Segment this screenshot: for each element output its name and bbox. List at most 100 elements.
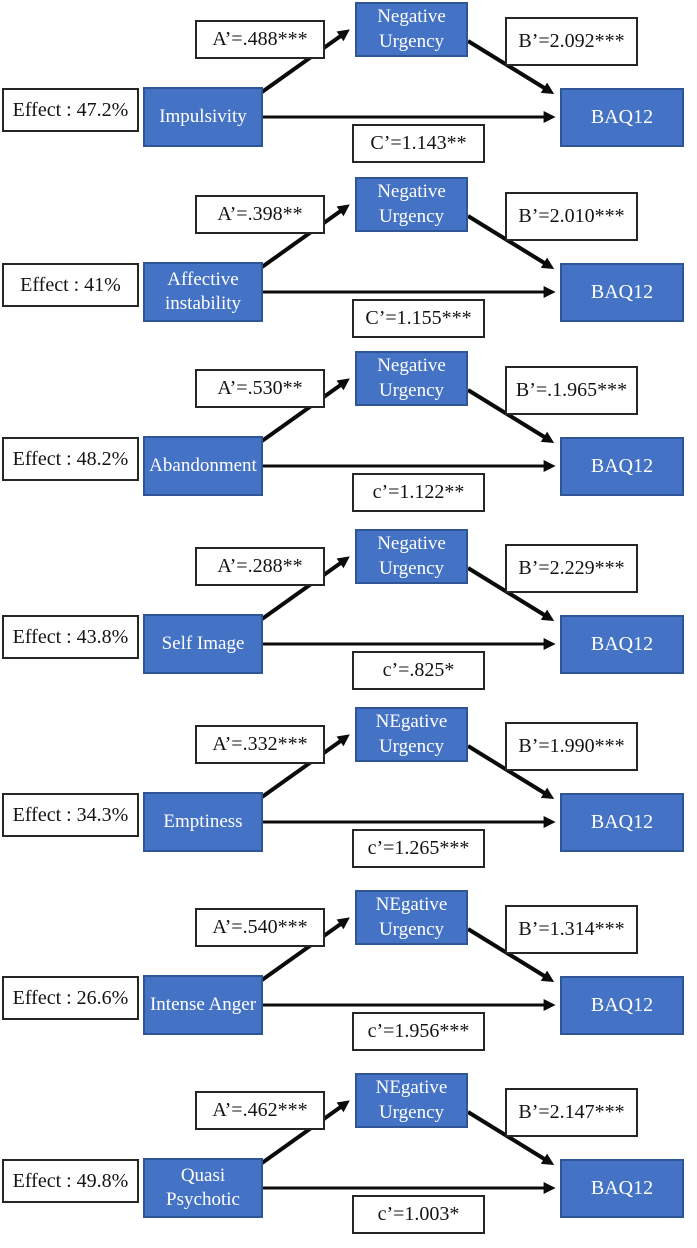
b-path-label-box: B’=2.229*** bbox=[505, 544, 638, 593]
b-path-label-box: B’=2.147*** bbox=[505, 1088, 638, 1137]
effect-box: Effect : 26.6% bbox=[2, 976, 139, 1020]
effect-box: Effect : 43.8% bbox=[2, 615, 139, 659]
effect-label: Effect : 47.2% bbox=[12, 98, 129, 121]
a-path-arrow bbox=[260, 556, 350, 621]
mediator-label: NEgative Urgency bbox=[375, 1077, 448, 1123]
outcome-label: BAQ12 bbox=[590, 810, 654, 833]
effect-box: Effect : 49.8% bbox=[2, 1159, 139, 1203]
b-path-label-box: B’=.1.965*** bbox=[505, 366, 638, 415]
predictor-box: Intense Anger bbox=[143, 975, 263, 1035]
a-path-label-box: A’=.332*** bbox=[195, 725, 325, 764]
c-path-label: c’=1.265*** bbox=[367, 837, 470, 859]
a-path-arrow bbox=[260, 917, 350, 982]
predictor-box: Abandonment bbox=[143, 436, 263, 496]
c-path-label-box: c’=.825* bbox=[352, 651, 485, 690]
a-path-label: A’=.332*** bbox=[212, 733, 308, 755]
b-path-label-box: B’=1.990*** bbox=[505, 722, 638, 771]
mediation-model: Effect : 47.2% Impulsivity Negative Urge… bbox=[0, 0, 697, 177]
predictor-label: Emptiness bbox=[163, 810, 243, 832]
a-path-arrow bbox=[260, 378, 350, 443]
c-path-label-box: c’=1.265*** bbox=[352, 829, 485, 868]
a-path-arrow bbox=[260, 204, 350, 269]
outcome-box: BAQ12 bbox=[560, 615, 684, 674]
predictor-label: Self Image bbox=[161, 632, 245, 654]
b-path-label: B’=2.010*** bbox=[518, 205, 625, 227]
c-path-label: c’=1.122** bbox=[372, 481, 465, 503]
predictor-label: Abandonment bbox=[149, 454, 257, 476]
c-path-label-box: c’=1.003* bbox=[352, 1195, 485, 1234]
mediator-box: Negative Urgency bbox=[355, 177, 468, 232]
outcome-box: BAQ12 bbox=[560, 437, 684, 496]
mediator-box: Negative Urgency bbox=[355, 351, 468, 406]
mediator-label: Negative Urgency bbox=[377, 533, 446, 579]
effect-label: Effect : 34.3% bbox=[12, 803, 129, 826]
outcome-box: BAQ12 bbox=[560, 976, 684, 1035]
b-path-label-box: B’=2.010*** bbox=[505, 192, 638, 241]
effect-box: Effect : 41% bbox=[2, 263, 139, 307]
outcome-box: BAQ12 bbox=[560, 263, 684, 322]
c-path-label: c’=1.003* bbox=[377, 1203, 460, 1225]
c-path-label: C’=1.155*** bbox=[365, 307, 472, 329]
effect-label: Effect : 48.2% bbox=[12, 447, 129, 470]
outcome-label: BAQ12 bbox=[590, 105, 654, 128]
outcome-label: BAQ12 bbox=[590, 454, 654, 477]
outcome-label: BAQ12 bbox=[590, 1176, 654, 1199]
mediation-model: Effect : 48.2% Abandonment Negative Urge… bbox=[0, 349, 697, 526]
b-path-label: B’=1.990*** bbox=[518, 735, 625, 757]
a-path-label-box: A’=.462*** bbox=[195, 1091, 325, 1130]
effect-box: Effect : 34.3% bbox=[2, 793, 139, 837]
mediator-box: NEgative Urgency bbox=[355, 707, 468, 762]
b-path-label-box: B’=1.314*** bbox=[505, 905, 638, 954]
b-path-label: B’=2.147*** bbox=[518, 1101, 625, 1123]
a-path-label-box: A’=.288** bbox=[195, 547, 325, 586]
a-path-label-box: A’=.530** bbox=[195, 369, 325, 408]
b-path-label: B’=.1.965*** bbox=[515, 379, 628, 401]
b-path-label: B’=2.229*** bbox=[518, 557, 625, 579]
mediator-box: Negative Urgency bbox=[355, 2, 468, 57]
effect-box: Effect : 47.2% bbox=[2, 88, 139, 132]
b-path-label: B’=1.314*** bbox=[518, 918, 625, 940]
mediation-model: Effect : 49.8% Quasi Psychotic NEgative … bbox=[0, 1071, 697, 1248]
a-path-label-box: A’=.540*** bbox=[195, 908, 325, 947]
b-path-label-box: B’=2.092*** bbox=[505, 17, 638, 66]
predictor-box: Self Image bbox=[143, 614, 263, 674]
predictor-label: Affective instability bbox=[165, 268, 241, 314]
predictor-box: Impulsivity bbox=[143, 87, 263, 147]
c-path-label: c’=.825* bbox=[382, 659, 455, 681]
predictor-label: Intense Anger bbox=[149, 993, 257, 1015]
predictor-label: Impulsivity bbox=[159, 105, 247, 127]
c-path-label-box: C’=1.143** bbox=[352, 124, 485, 163]
predictor-label: Quasi Psychotic bbox=[166, 1164, 240, 1210]
a-path-label-box: A’=.488*** bbox=[195, 20, 325, 59]
effect-box: Effect : 48.2% bbox=[2, 437, 139, 481]
outcome-box: BAQ12 bbox=[560, 793, 684, 852]
c-path-label-box: c’=1.956*** bbox=[352, 1012, 485, 1051]
mediator-label: NEgative Urgency bbox=[375, 894, 448, 940]
c-path-label-box: c’=1.122** bbox=[352, 473, 485, 512]
mediation-model: Effect : 34.3% Emptiness NEgative Urgenc… bbox=[0, 705, 697, 882]
a-path-label: A’=.540*** bbox=[212, 916, 308, 938]
mediator-label: Negative Urgency bbox=[377, 355, 446, 401]
outcome-label: BAQ12 bbox=[590, 632, 654, 655]
predictor-box: Emptiness bbox=[143, 792, 263, 852]
mediator-box: NEgative Urgency bbox=[355, 890, 468, 945]
mediation-model: Effect : 26.6% Intense Anger NEgative Ur… bbox=[0, 888, 697, 1065]
a-path-label: A’=.488*** bbox=[212, 28, 308, 50]
effect-label: Effect : 41% bbox=[20, 273, 121, 296]
effect-label: Effect : 43.8% bbox=[12, 625, 129, 648]
predictor-box: Quasi Psychotic bbox=[143, 1158, 263, 1218]
mediator-label: NEgative Urgency bbox=[375, 711, 448, 757]
mediation-model: Effect : 43.8% Self Image Negative Urgen… bbox=[0, 527, 697, 704]
mediator-label: Negative Urgency bbox=[377, 181, 446, 227]
c-path-label: c’=1.956*** bbox=[367, 1020, 470, 1042]
a-path-label: A’=.530** bbox=[217, 377, 303, 399]
a-path-label-box: A’=.398** bbox=[195, 195, 325, 234]
c-path-label-box: C’=1.155*** bbox=[352, 299, 485, 338]
c-path-label: C’=1.143** bbox=[370, 132, 467, 154]
outcome-box: BAQ12 bbox=[560, 1159, 684, 1218]
effect-label: Effect : 49.8% bbox=[12, 1169, 129, 1192]
mediator-box: Negative Urgency bbox=[355, 529, 468, 584]
a-path-label: A’=.462*** bbox=[212, 1099, 308, 1121]
outcome-label: BAQ12 bbox=[590, 993, 654, 1016]
